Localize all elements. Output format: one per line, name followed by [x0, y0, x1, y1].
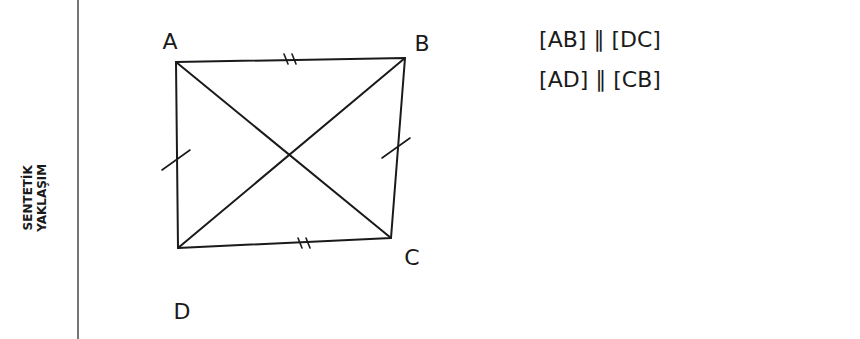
diagonal-line [178, 58, 405, 248]
vertex-label: C [404, 245, 419, 270]
section-heading: SENTETİK YAKLAŞIM [22, 152, 50, 244]
square-outline [176, 58, 405, 248]
frame-line [77, 0, 78, 339]
diagonal-line [176, 62, 391, 238]
vertex-label: B [414, 31, 429, 56]
relation-note: [AB] ∥ [DC] [539, 27, 661, 52]
vertex-label: D [174, 299, 191, 324]
relation-note: [AD] ∥ [CB] [539, 67, 661, 92]
tick-marks [162, 54, 410, 248]
vertex-label: A [162, 29, 177, 54]
